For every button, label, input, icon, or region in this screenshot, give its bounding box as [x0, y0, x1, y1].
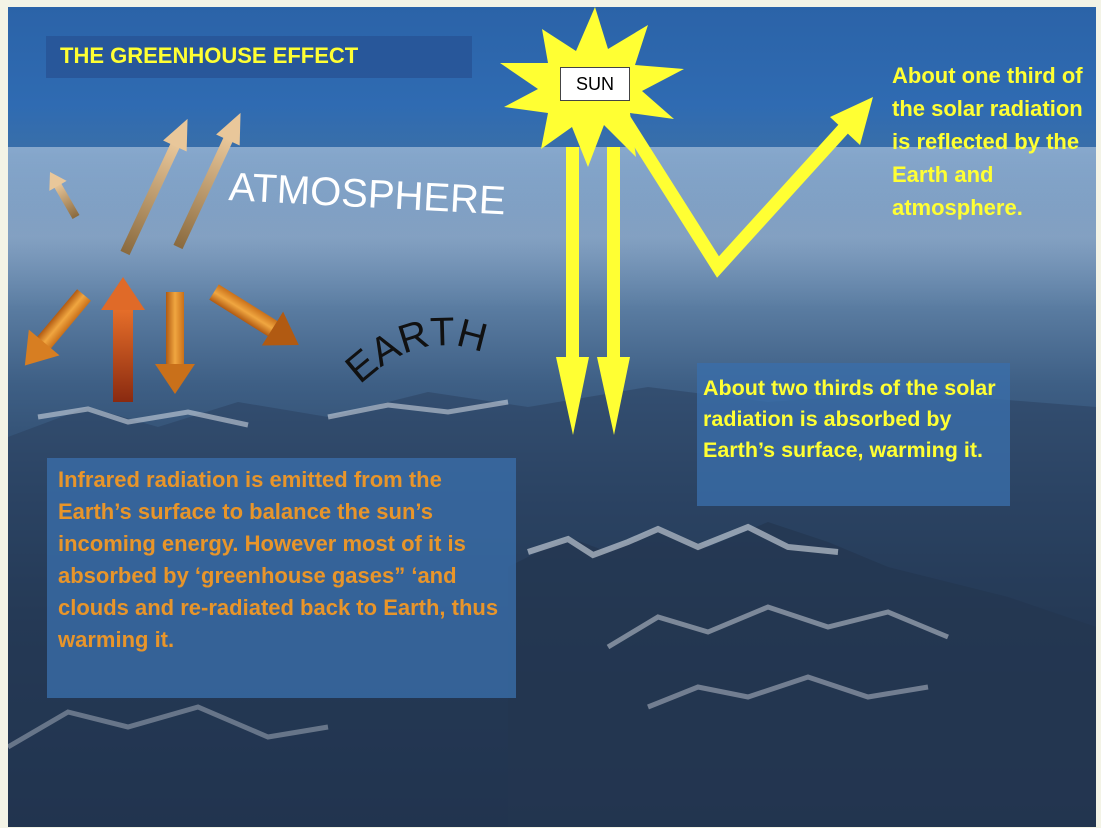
absorbed-radiation-box: About two thirds of the solar radiation … — [697, 363, 1010, 506]
reflected-radiation-text: About one third of the solar radiation i… — [892, 63, 1083, 220]
infrared-arrows — [24, 112, 299, 402]
infrared-radiation-text: Infrared radiation is emitted from the E… — [58, 467, 499, 652]
sun-label: SUN — [560, 67, 630, 101]
infrared-radiation-box: Infrared radiation is emitted from the E… — [47, 458, 516, 698]
reflected-ray-head — [830, 97, 873, 145]
slide: EARTH THE GREENHOUSE EFFECT SUN ATMOSPHE… — [8, 7, 1096, 827]
absorbed-rays — [556, 147, 630, 435]
page-title: THE GREENHOUSE EFFECT — [60, 43, 359, 68]
absorbed-radiation-text: About two thirds of the solar radiation … — [703, 376, 996, 462]
earth-label: EARTH — [337, 310, 491, 392]
reflected-ray — [617, 110, 861, 278]
title-box: THE GREENHOUSE EFFECT — [46, 36, 472, 78]
